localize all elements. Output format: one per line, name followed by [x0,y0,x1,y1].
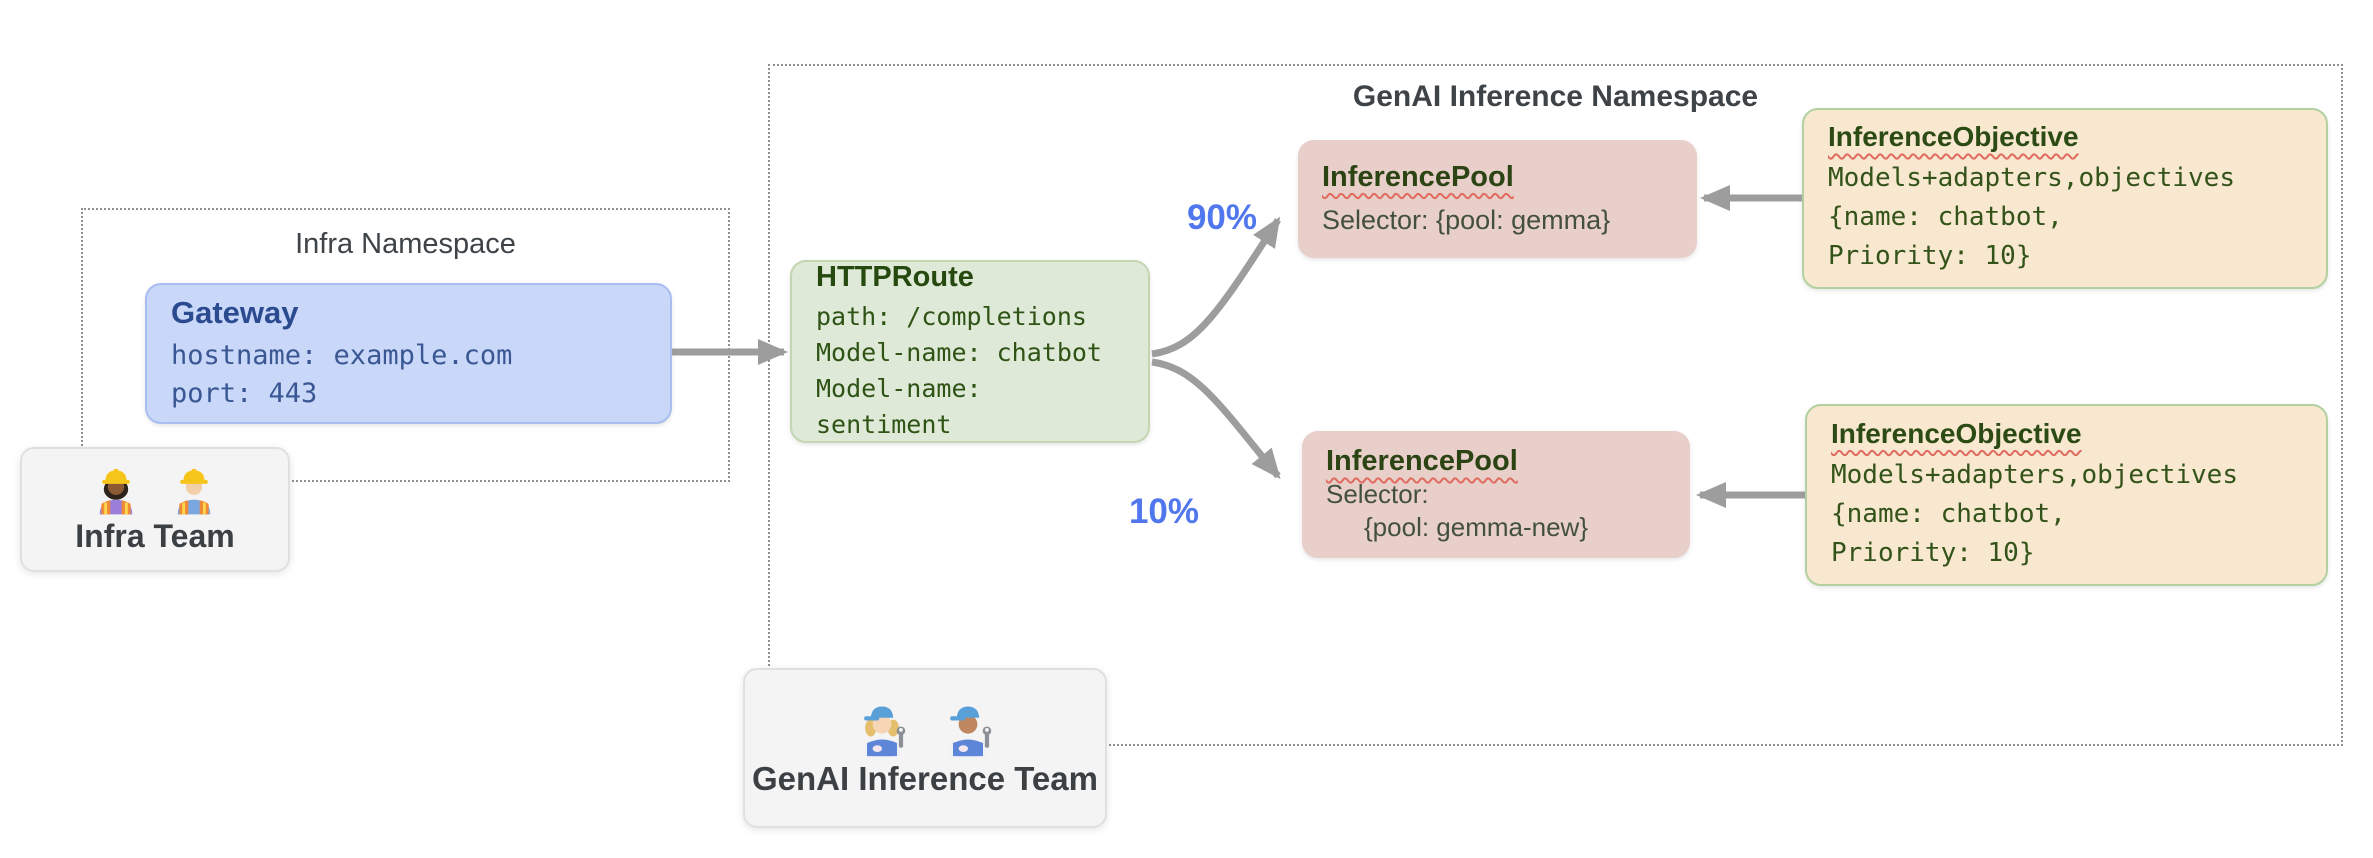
infra-team-label: Infra Team [75,518,235,554]
httproute-path-line: path: /completions [816,301,1087,331]
inference-pool-top-title: InferencePool [1322,160,1514,193]
inference-pool-bottom-node: InferencePool Selector: {pool: gemma-new… [1302,431,1690,558]
man-mechanic-medium-skin-emoji [949,706,992,757]
gateway-title: Gateway [171,294,299,330]
genai-team-card: GenAI Inference Team [743,668,1107,828]
traffic-split-90-label: 90% [1186,198,1258,237]
objective-bottom-name-line: {name: chatbot, [1831,498,2066,529]
objective-top-priority-line: Priority: 10} [1828,241,2032,271]
objective-bottom-priority-line: Priority: 10} [1831,537,2035,568]
inference-pool-top-selector-line: Selector: {pool: gemma} [1322,204,1611,235]
woman-mechanic-light-skin-emoji [863,706,906,757]
inference-pool-bottom-pool-line: {pool: gemma-new} [1364,512,1589,542]
infra-namespace-box [81,208,730,482]
genai-team-icons [852,698,998,758]
man-construction-worker-light-skin-emoji [177,468,211,515]
httproute-model-sentiment-line: Model-name: sentiment [816,373,982,439]
genai-namespace-box [768,64,2343,746]
inference-objective-top-node: InferenceObjective Models+adapters,objec… [1802,108,2328,289]
httproute-node: HTTPRoute path: /completions Model-name:… [790,260,1150,443]
traffic-split-10-label: 10% [1128,492,1200,531]
inference-objective-bottom-title: InferenceObjective [1831,417,2082,449]
inference-pool-top-node: InferencePool Selector: {pool: gemma} [1298,140,1697,258]
objective-top-models-line: Models+adapters,objectives [1828,163,2235,193]
objective-bottom-models-line: Models+adapters,objectives [1831,459,2238,490]
inference-objective-bottom-node: InferenceObjective Models+adapters,objec… [1805,404,2328,586]
infra-team-icons [90,464,220,516]
genai-team-label: GenAI Inference Team [751,760,1098,797]
objective-top-name-line: {name: chatbot, [1828,202,2063,232]
infra-namespace-label: Infra Namespace [295,228,516,260]
inference-pool-bottom-selector-line: Selector: [1326,479,1429,509]
woman-construction-worker-dark-skin-emoji [99,468,133,515]
httproute-title: HTTPRoute [816,260,974,293]
inference-pool-bottom-title: InferencePool [1326,445,1518,477]
genai-namespace-label: GenAI Inference Namespace [1352,80,1759,113]
gateway-hostname-line: hostname: example.com [171,339,513,371]
inference-objective-top-title: InferenceObjective [1828,121,2079,152]
gateway-node: Gateway hostname: example.com port: 443 [145,283,672,424]
httproute-model-chatbot-line: Model-name: chatbot [816,337,1102,367]
infra-team-card: Infra Team [20,447,290,572]
gateway-port-line: port: 443 [171,377,318,409]
